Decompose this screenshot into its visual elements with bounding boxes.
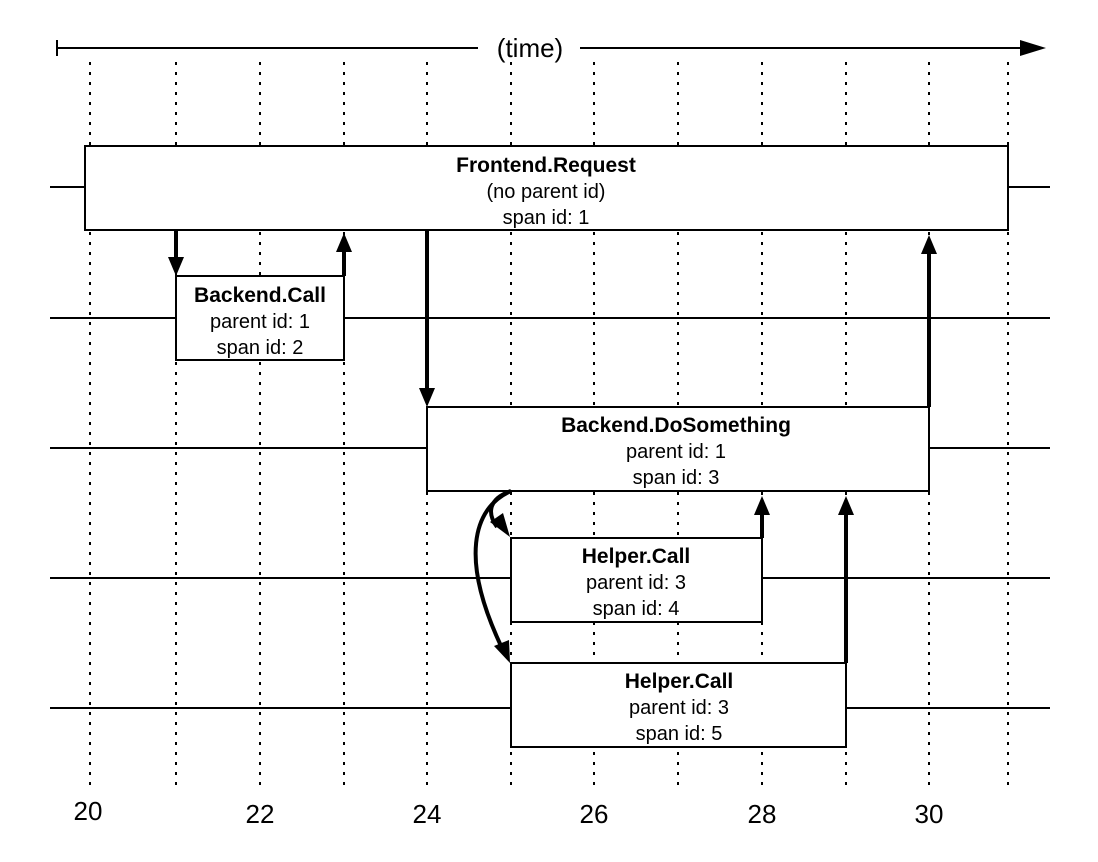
time-axis: (time) [56,33,1046,63]
tick-label: 28 [748,799,777,829]
tick-label: 26 [580,799,609,829]
span-id: span id: 1 [503,207,590,229]
call-arrow-head [419,388,435,407]
span-id: span id: 5 [636,723,723,745]
span-backend-call: Backend.Call parent id: 1 span id: 2 [175,275,345,361]
call-arrow-head [490,513,510,537]
tick-label: 22 [246,799,275,829]
span-backend-dosomething: Backend.DoSomething parent id: 1 span id… [426,406,930,492]
span-id: span id: 2 [217,337,304,359]
span-box [84,145,1009,231]
time-tick-labels: 20 22 24 26 28 30 [74,796,944,829]
span-title: Helper.Call [582,545,691,568]
span-box [510,662,847,748]
tick-label: 20 [74,796,103,826]
call-arrow-curved [473,489,512,649]
span-title: Frontend.Request [456,154,636,177]
span-helper-call-5: Helper.Call parent id: 3 span id: 5 [510,662,847,748]
span-parent-id: parent id: 3 [586,572,686,594]
call-arrows [168,230,937,663]
span-id: span id: 4 [593,598,680,620]
span-title: Backend.Call [194,284,326,307]
span-box [510,537,763,623]
return-arrow-head [336,233,352,252]
span-box [175,275,345,361]
time-axis-label: (time) [497,33,563,63]
call-arrow-head [494,640,510,663]
span-parent-id: parent id: 1 [210,311,310,333]
span-box [426,406,930,492]
span-title: Helper.Call [625,670,734,693]
span-id: span id: 3 [633,467,720,489]
call-arrow-head [168,257,184,276]
span-helper-call-4: Helper.Call parent id: 3 span id: 4 [510,537,763,623]
span-parent-id: parent id: 1 [626,441,726,463]
span-parent-id: parent id: 3 [629,697,729,719]
tick-label: 24 [413,799,442,829]
span-frontend-request: Frontend.Request (no parent id) span id:… [84,145,1009,231]
return-arrow-head [838,496,854,515]
return-arrow-head [921,235,937,254]
time-axis-arrow-head [1020,40,1046,56]
tick-label: 30 [915,799,944,829]
return-arrow-head [754,496,770,515]
span-title: Backend.DoSomething [561,414,791,437]
span-parent-id: (no parent id) [487,181,606,203]
